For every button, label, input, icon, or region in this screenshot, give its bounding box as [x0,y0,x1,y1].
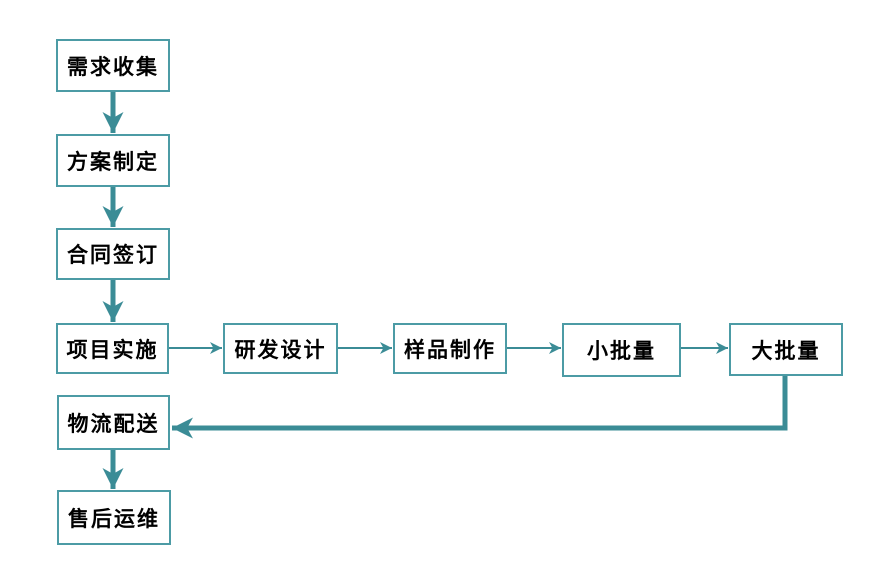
node-contract-signing: 合同签订 [56,228,170,280]
node-requirement-collection: 需求收集 [56,39,170,92]
node-small-batch: 小批量 [562,323,681,377]
node-plan-formulation: 方案制定 [56,134,170,187]
node-large-batch: 大批量 [729,323,843,376]
node-after-sales-maintenance: 售后运维 [57,490,171,545]
node-sample-production: 样品制作 [393,323,507,374]
edge-largebatch-to-logistics [172,376,788,439]
node-logistics-delivery: 物流配送 [57,395,170,450]
node-rd-design: 研发设计 [223,323,338,374]
node-project-implementation: 项目实施 [56,323,169,374]
